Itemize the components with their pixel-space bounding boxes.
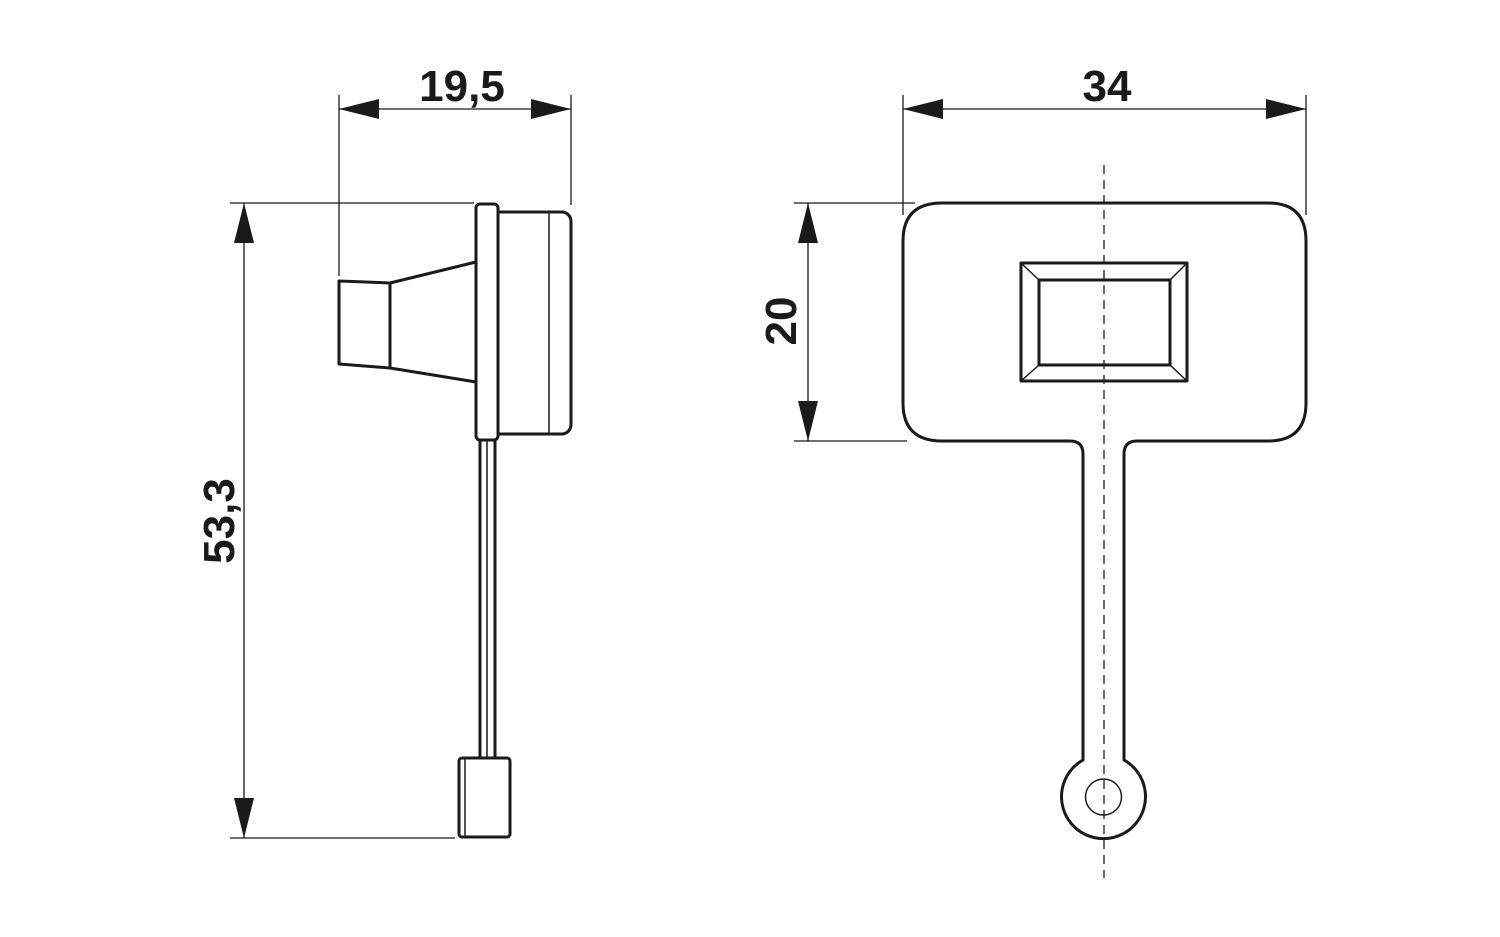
side-flange-plate [474, 202, 500, 442]
side-width-arrow-left [339, 99, 379, 119]
side-cap-body [496, 210, 573, 436]
front-width-arrow-left [903, 99, 943, 119]
side-ring-end [457, 756, 512, 839]
front-window-bevels [1020, 262, 1188, 382]
front-plate-outline [901, 201, 1308, 841]
side-view: 19,5 53,3 [195, 62, 573, 839]
front-height-arrow-top [798, 203, 818, 243]
side-cone [388, 260, 478, 384]
side-tip [337, 279, 392, 370]
side-width-arrow-right [531, 99, 571, 119]
side-height-arrow-top [234, 203, 254, 243]
front-height-arrow-bottom [798, 401, 818, 441]
front-width-arrow-right [1266, 99, 1306, 119]
side-height-label: 53,3 [195, 478, 244, 564]
front-width-label: 34 [1083, 62, 1132, 111]
side-height-arrow-bottom [234, 798, 254, 838]
side-width-label: 19,5 [419, 62, 505, 111]
front-view: 34 20 [757, 62, 1308, 878]
side-strap [478, 438, 497, 760]
front-height-label: 20 [757, 297, 806, 346]
